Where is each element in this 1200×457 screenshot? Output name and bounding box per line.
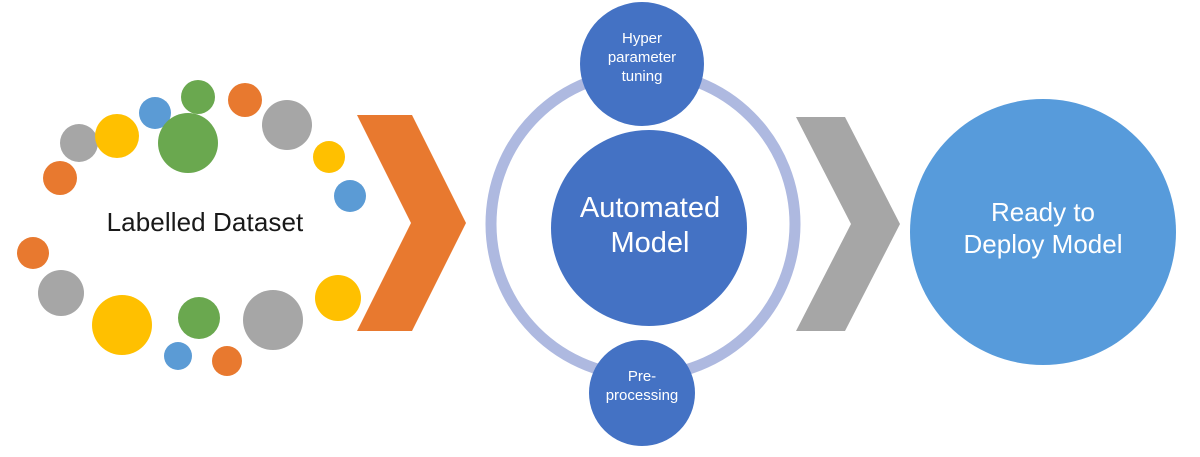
- dot-blue-bottom: [164, 342, 192, 370]
- ready-to-deploy-label: Ready to Deploy Model: [963, 197, 1123, 260]
- hyperparameter-tuning-label: Hyper parameter tuning: [607, 30, 677, 86]
- chevron-arrow-gray-icon: [796, 117, 900, 331]
- dot-gray-bottom-right: [243, 290, 303, 350]
- dot-yellow-right: [313, 141, 345, 173]
- dot-gray-lower-left: [38, 270, 84, 316]
- automated-model-group: [485, 2, 801, 446]
- dot-orange-lower-left: [17, 237, 49, 269]
- dot-yellow-far-right: [315, 275, 361, 321]
- dot-orange-bottom: [212, 346, 242, 376]
- automated-model-label: Automated Model: [579, 192, 721, 259]
- dot-green-small-top: [181, 80, 215, 114]
- labelled-dataset-dot-cloud: [17, 80, 366, 376]
- dot-gray-upper-right: [262, 100, 312, 150]
- hyperparameter-tuning-circle: [580, 2, 704, 126]
- labelled-dataset-label: Labelled Dataset: [106, 207, 304, 237]
- ready-to-deploy-circle: [910, 99, 1176, 365]
- dot-yellow-upper-left: [95, 114, 139, 158]
- dot-gray-upper-left: [60, 124, 98, 162]
- dot-blue-top-left: [139, 97, 171, 129]
- dot-blue-right: [334, 180, 366, 212]
- preprocessing-circle: [589, 340, 695, 446]
- dot-green-large: [158, 113, 218, 173]
- automated-model-core-circle: [551, 130, 747, 326]
- dot-green-bottom: [178, 297, 220, 339]
- preprocessing-label: Pre- processing: [605, 368, 679, 405]
- chevron-arrow-orange-icon: [357, 115, 466, 331]
- dot-orange-left: [43, 161, 77, 195]
- dot-yellow-bottom: [92, 295, 152, 355]
- dot-orange-upper-right: [228, 83, 262, 117]
